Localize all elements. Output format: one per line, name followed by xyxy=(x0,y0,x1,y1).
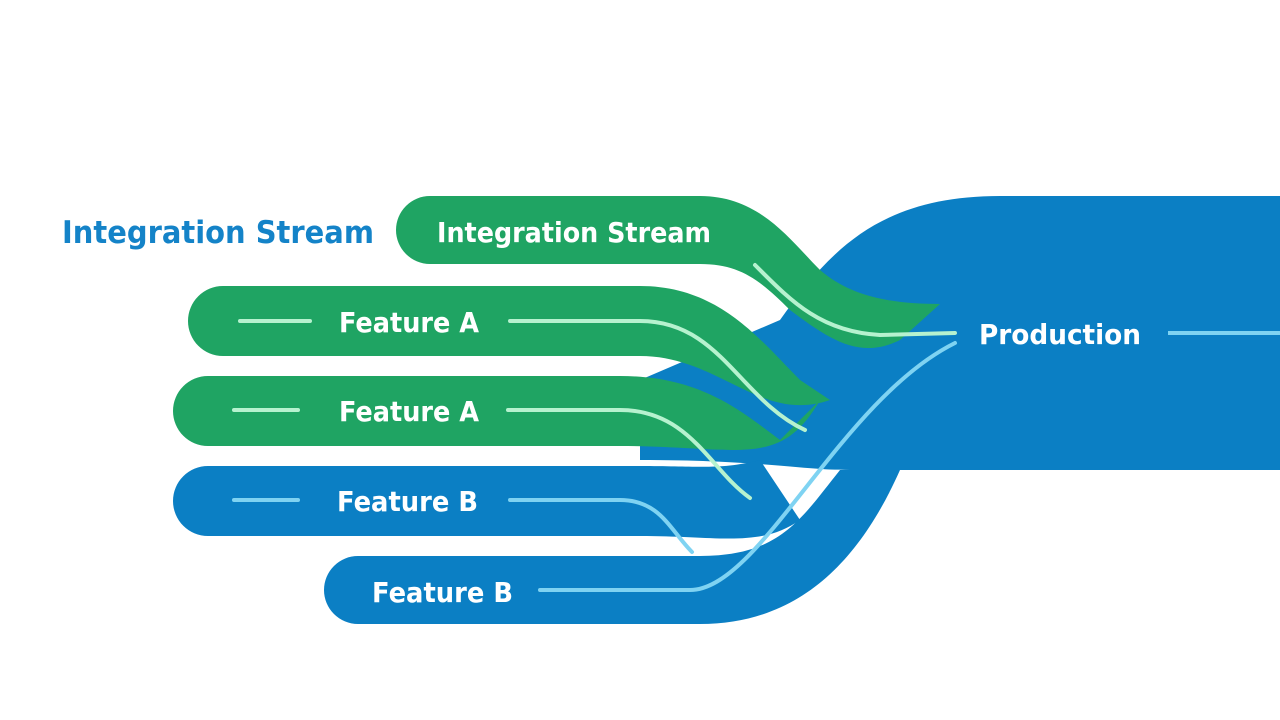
target-label-production: Production xyxy=(979,318,1141,351)
stream-band-feature-b-upper xyxy=(173,460,800,539)
stream-label-feature-a-2: Feature A xyxy=(339,395,479,428)
dash-feature-a-lower-right xyxy=(506,408,752,500)
merge-line-feature-b xyxy=(538,341,957,592)
stream-band-feature-b-lower xyxy=(324,470,900,624)
stream-band-feature-a-upper xyxy=(188,286,830,406)
stream-label-feature-b-1: Feature B xyxy=(337,485,478,518)
merge-line-integration xyxy=(753,263,957,338)
side-label-integration-stream: Integration Stream xyxy=(62,215,374,251)
dash-feature-b-upper-right xyxy=(508,498,694,554)
stream-label-integration: Integration Stream xyxy=(437,216,711,249)
stream-label-feature-a-1: Feature A xyxy=(339,306,479,339)
stream-band-feature-a-lower xyxy=(173,376,820,450)
dash-feature-a-upper-right xyxy=(508,319,807,432)
stream-label-feature-b-2: Feature B xyxy=(372,576,513,609)
